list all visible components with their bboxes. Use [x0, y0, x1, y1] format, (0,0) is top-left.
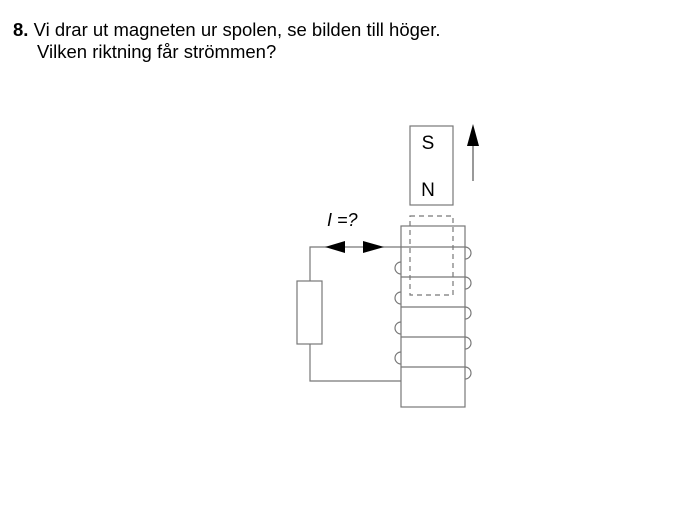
question-text-1: Vi drar ut magneten ur spolen, se bilden… [33, 19, 441, 40]
coil-windings [394, 246, 472, 380]
circuit-wire [309, 246, 465, 382]
motion-arrow-up-icon [467, 124, 479, 146]
arrow-left-icon [325, 241, 345, 253]
coil-core [400, 225, 466, 408]
magnet [409, 125, 454, 206]
current-label: I =? [327, 210, 358, 230]
south-pole-label: S [422, 133, 435, 154]
north-pole-label: N [421, 180, 435, 201]
magnet-original-position [409, 215, 454, 296]
question-number: 8. [13, 19, 29, 40]
arrow-right-icon [363, 241, 384, 253]
question-text-2: Vilken riktning får strömmen? [37, 41, 277, 62]
question-line-1: 8. Vi drar ut magneten ur spolen, se bil… [13, 19, 441, 41]
resistor [296, 280, 323, 345]
